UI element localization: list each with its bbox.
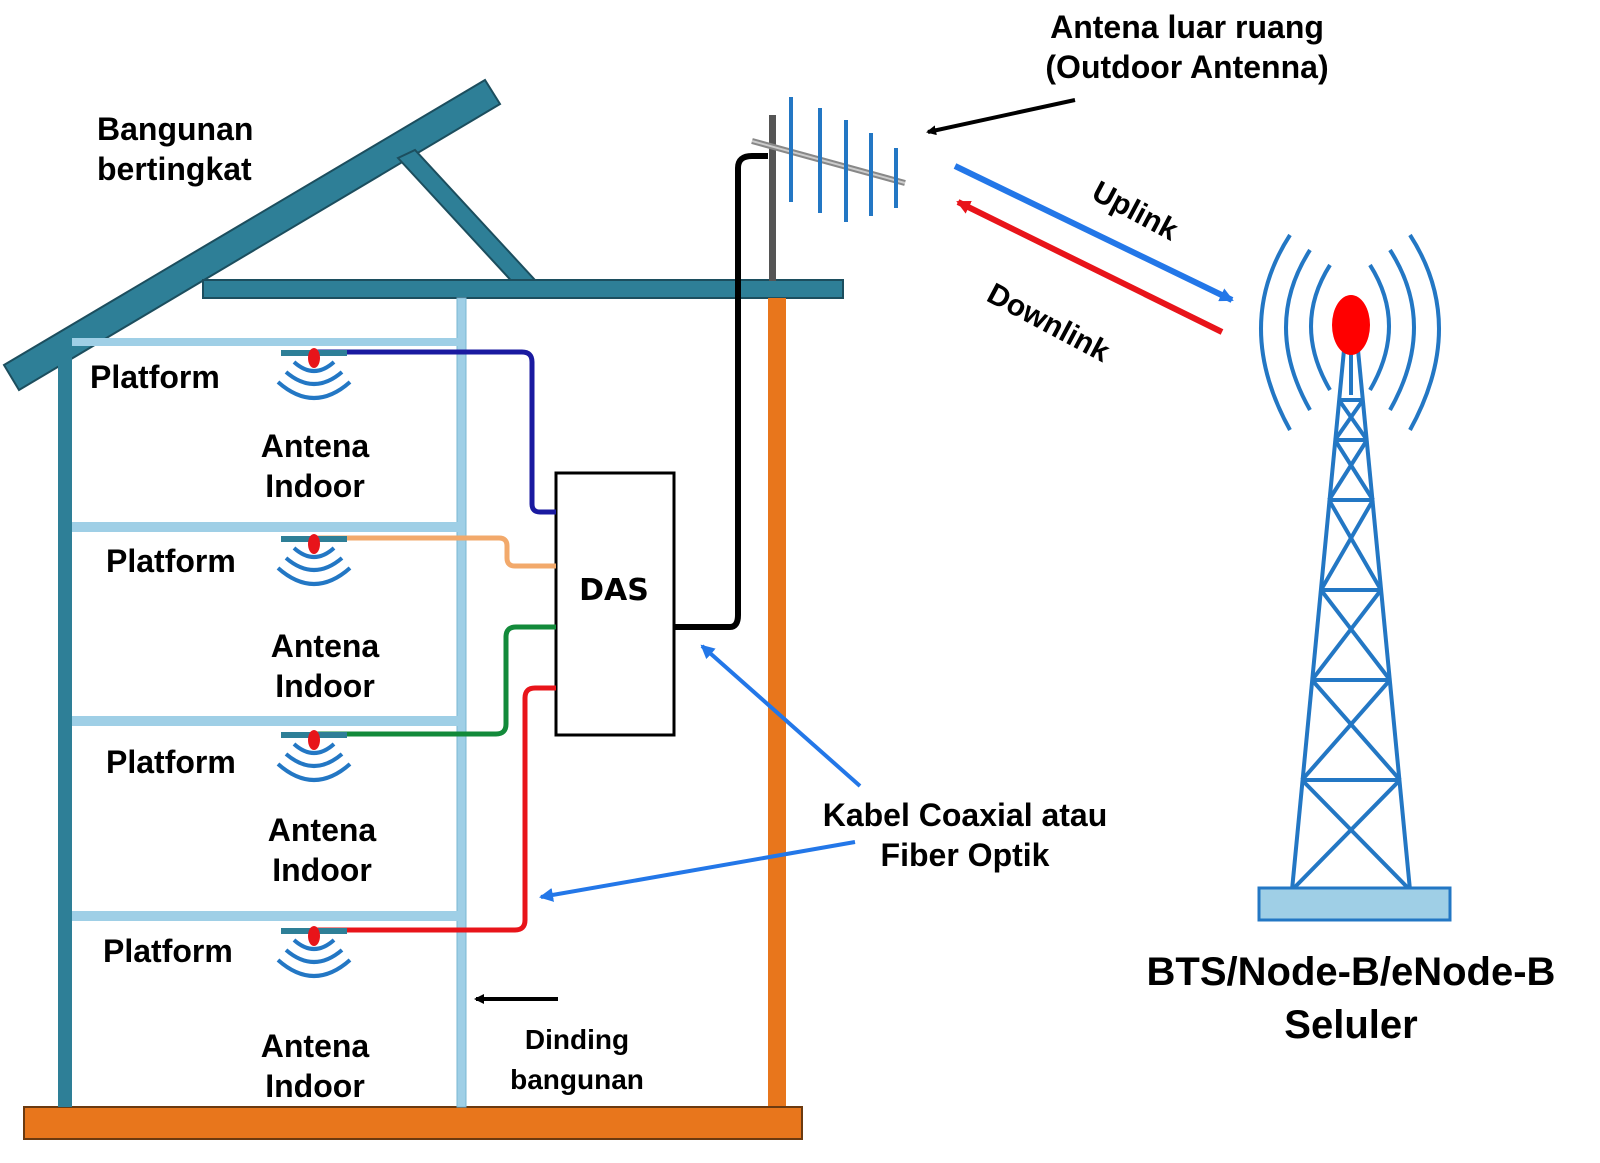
das-label: DAS: [579, 573, 649, 608]
floor-slab-3: [72, 716, 465, 726]
indoor-antenna-3: [276, 728, 352, 782]
bts-transmitter-top: [1332, 295, 1370, 355]
das-box: [554, 471, 676, 737]
cable-floor-3: [314, 624, 556, 737]
indoor-antenna-2: [276, 532, 352, 586]
outdoor-antenna-pointer-arrow: [926, 98, 1076, 136]
floor-slab-2: [72, 522, 465, 532]
das-outdoor-cable: [672, 153, 768, 630]
outdoor-antenna-label-line-2: (Outdoor Antenna): [1045, 49, 1328, 85]
bts-tower: [1259, 233, 1441, 892]
cable-label-line-2: Fiber Optik: [881, 837, 1050, 873]
outdoor-antenna-mast: [769, 115, 776, 281]
indoor-antenna-label-2a: Antena: [271, 628, 380, 664]
ground-slab: [23, 1106, 803, 1140]
wall-label-line-2: bangunan: [510, 1064, 644, 1095]
building-wall: [456, 297, 467, 1108]
cable-label-line-1: Kabel Coaxial atau: [823, 797, 1108, 833]
building-label-line-1: Bangunan: [97, 111, 253, 147]
indoor-antenna-label-1b: Indoor: [265, 468, 365, 504]
outdoor-antenna: [751, 97, 906, 222]
cable-pointer-arrow-floor: [539, 840, 856, 902]
tower-label-line-2: Seluler: [1284, 1003, 1417, 1047]
platform-label-3: Platform: [106, 744, 236, 780]
antenna-mast-pole: [768, 298, 786, 1106]
cable-floor-1: [314, 349, 556, 515]
indoor-antenna-4: [276, 924, 352, 978]
indoor-antenna-label-1a: Antena: [261, 428, 370, 464]
indoor-antenna-1: [276, 346, 352, 400]
indoor-antenna-label-3a: Antena: [268, 812, 377, 848]
tower-label-line-1: BTS/Node-B/eNode-B: [1147, 950, 1556, 994]
downlink-arrow: [956, 199, 1224, 335]
bts-tower-base: [1257, 886, 1452, 922]
uplink-arrow: [953, 163, 1234, 303]
platform-label-4: Platform: [103, 933, 233, 969]
platform-label-2: Platform: [106, 543, 236, 579]
indoor-antenna-label-4a: Antena: [261, 1028, 370, 1064]
downlink-label: Downlink: [982, 277, 1115, 369]
cable-pointer-arrow-das: [700, 644, 862, 788]
outdoor-antenna-label-line-1: Antena luar ruang: [1050, 9, 1324, 45]
floor-slab-1: [72, 338, 465, 346]
indoor-antenna-label-2b: Indoor: [275, 668, 375, 704]
cable-floor-2: [314, 535, 556, 569]
building-label-line-2: bertingkat: [97, 151, 252, 187]
indoor-antenna-label-3b: Indoor: [272, 852, 372, 888]
floor-slab-4: [72, 911, 465, 921]
cable-floor-4: [314, 685, 556, 933]
roof: [2, 78, 844, 392]
wall-label-line-1: Dinding: [525, 1024, 629, 1055]
platform-label-1: Platform: [90, 359, 220, 395]
left-wall: [58, 352, 72, 1107]
indoor-antenna-label-4b: Indoor: [265, 1068, 365, 1104]
